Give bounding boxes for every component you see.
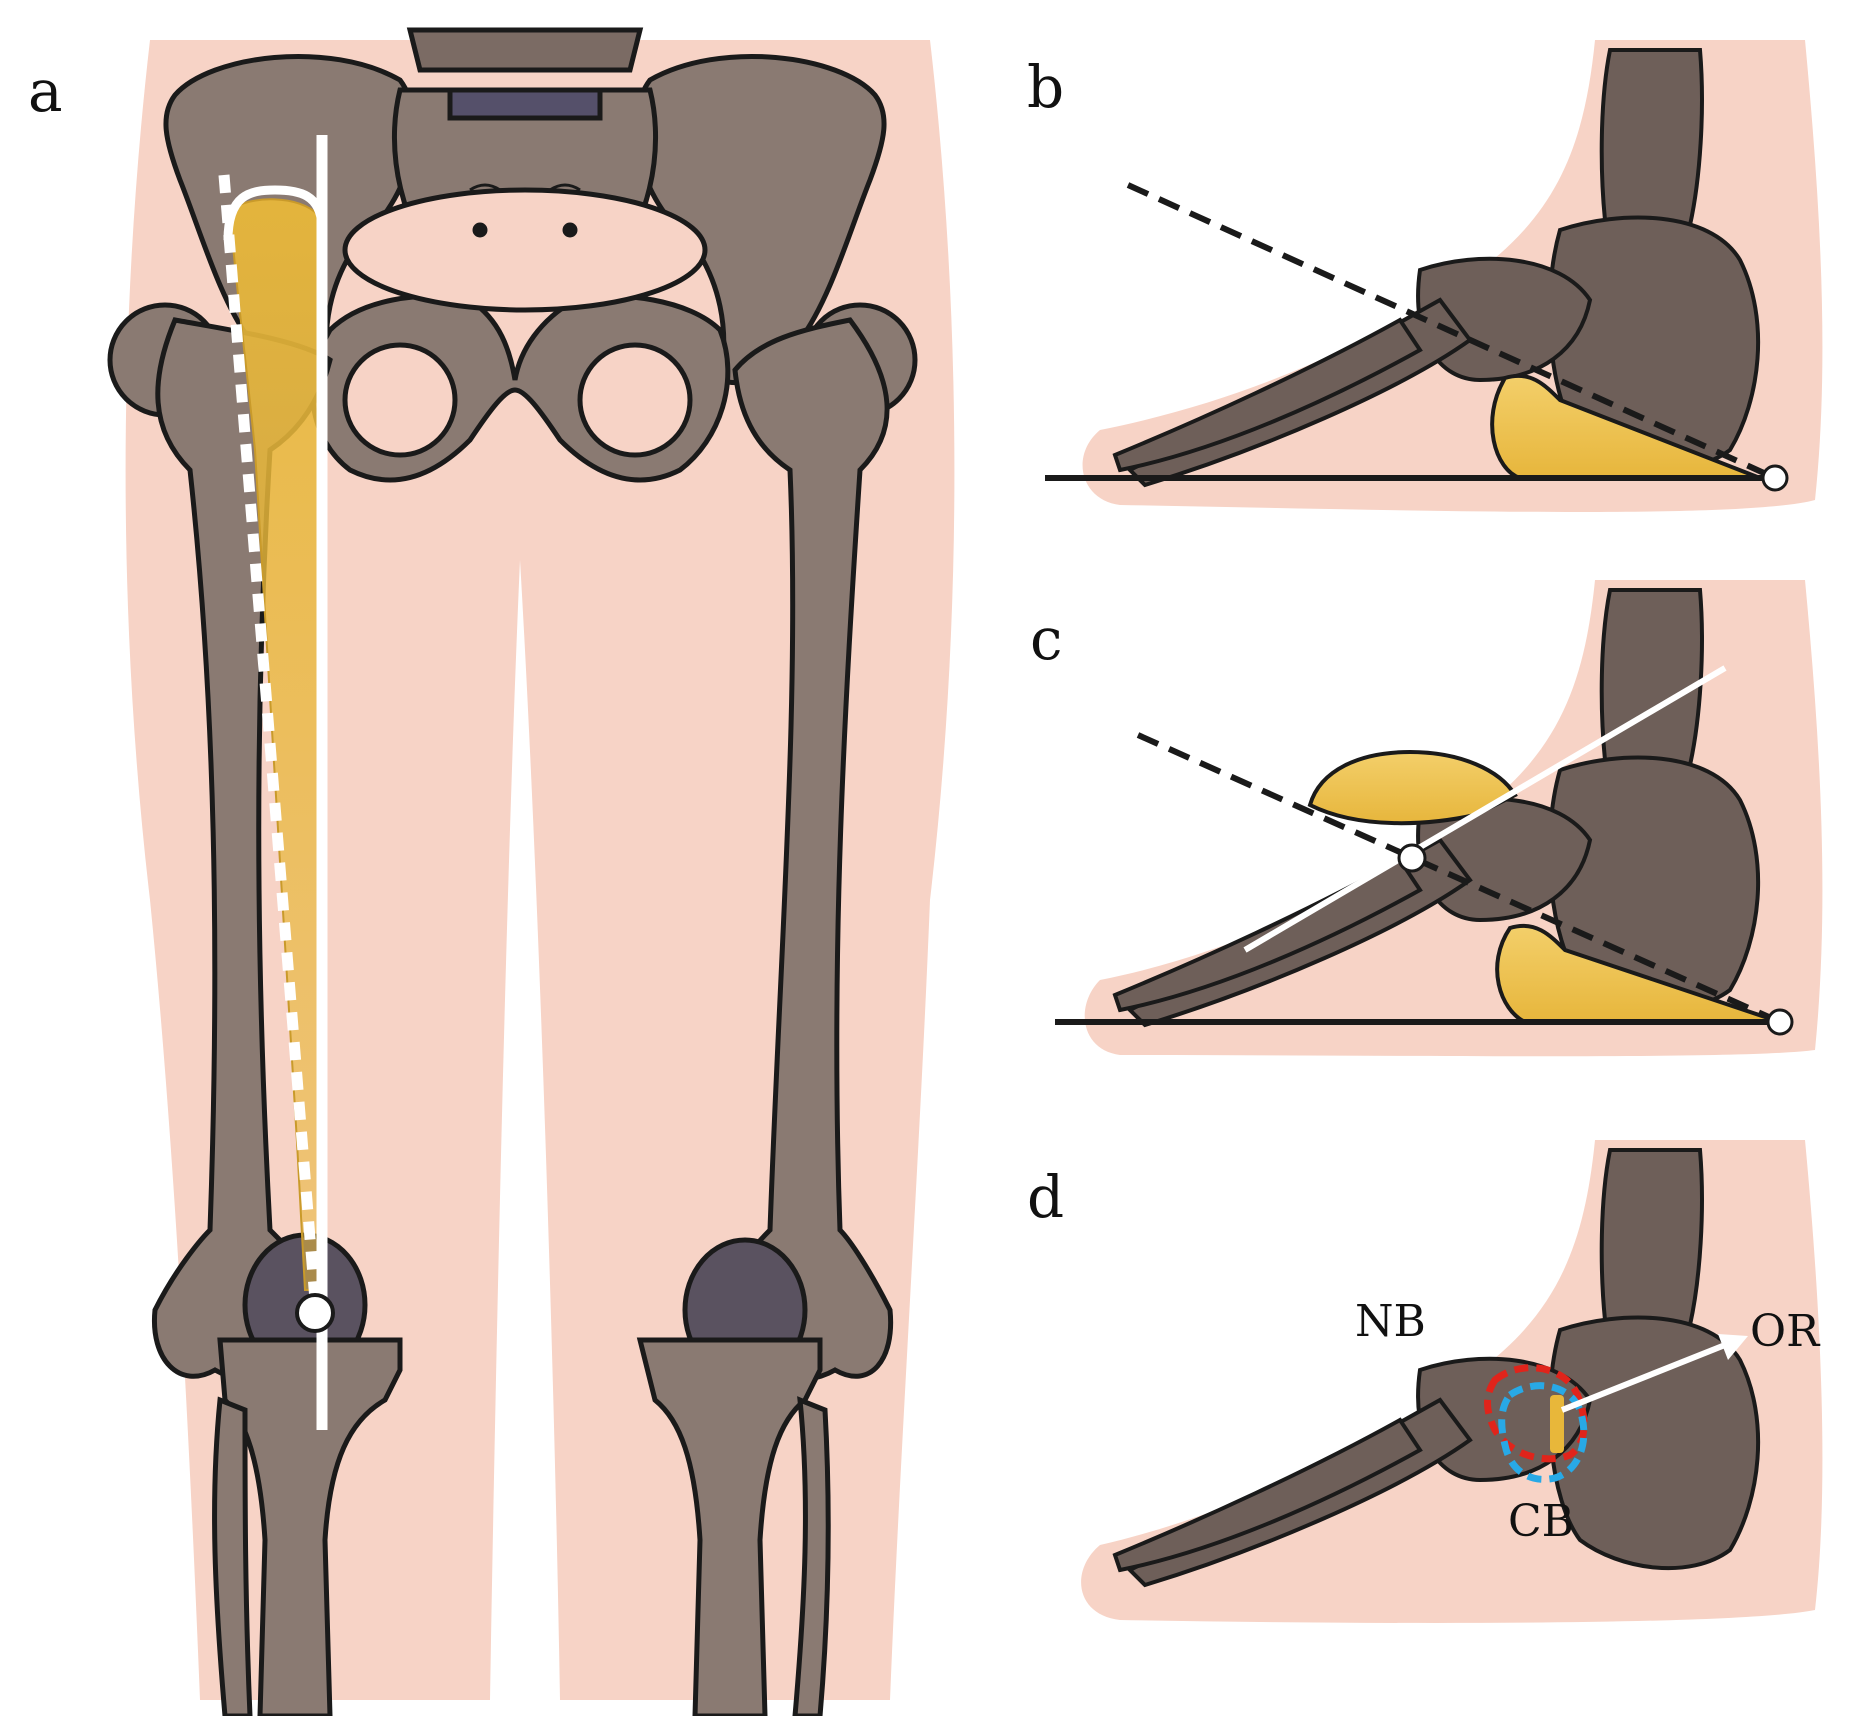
orientation-arrow-shaft (1560, 1342, 1727, 1413)
foot-b-bones (1112, 48, 1761, 488)
heel-point-c (1766, 1008, 1794, 1036)
panel-b (1045, 40, 1823, 512)
panel-label-c: c (1030, 605, 1063, 673)
arch-dashed-line-c (1136, 732, 1782, 1025)
panel-label-d: d (1027, 1163, 1065, 1231)
dorsal-pad-c (1307, 749, 1518, 826)
cuboid-outline-blue (1498, 1382, 1588, 1483)
panel-label-b: b (1027, 53, 1065, 121)
navicular-outline-red (1484, 1364, 1588, 1463)
navicular-bone-label: NB (1355, 1296, 1426, 1347)
panel-a (107, 27, 955, 1719)
dashed-anatomical-line (218, 174, 321, 1301)
orientation-arrow-head (1718, 1334, 1748, 1360)
orientation-label: OR (1750, 1306, 1820, 1357)
intersection-point-c (1397, 843, 1427, 873)
panel-d (1081, 1140, 1823, 1623)
panel-c (1055, 580, 1823, 1057)
heel-point-b (1761, 464, 1789, 492)
foot-d-bones (1112, 1148, 1761, 1588)
knee-center-point (295, 1293, 335, 1333)
marker-bar-d (1550, 1395, 1564, 1453)
arch-dashed-line-b (1126, 182, 1777, 481)
cuboid-bone-label: CB (1508, 1496, 1574, 1547)
pelvis (163, 27, 887, 483)
panel-label-a: a (28, 57, 63, 125)
left-shin-bones (212, 1337, 403, 1719)
muscle-arc-line (223, 185, 327, 241)
metatarsal-axis-line-c (1243, 665, 1727, 953)
